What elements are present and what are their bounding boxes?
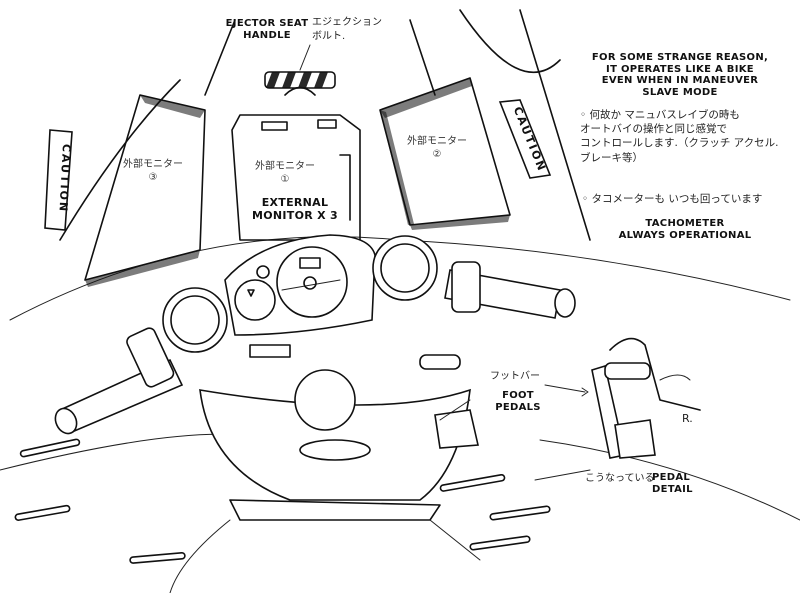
caution-plate-right: [498, 99, 552, 179]
pedal-side-label: R.: [682, 412, 693, 425]
monitor-center-num: ①: [280, 174, 290, 185]
monitor-right-jp: 外部モニター: [407, 136, 467, 147]
foot-pedal-left: [419, 354, 479, 449]
floor-slots: [14, 438, 551, 564]
external-monitor-label: EXTERNAL MONITOR X 3: [251, 196, 338, 222]
monitor-right-num: ②: [432, 149, 442, 160]
tachometer-gauge: [276, 246, 348, 318]
tachometer-note-en: TACHOMETER ALWAYS OPERATIONAL: [618, 218, 752, 241]
pedal-detail-label: PEDAL DETAIL: [652, 472, 693, 495]
monitor-left-jp: 外部モニター: [123, 159, 183, 170]
caution-plate-left: [44, 129, 73, 231]
handlebar-left: [54, 327, 184, 435]
ejector-seat-jp-label: エジェクション ボルト.: [312, 17, 382, 42]
monitor-left: [84, 94, 206, 287]
instrument-cluster: [224, 234, 376, 358]
tachometer-note-jp: ◦ タコメーターも いつも回っています: [582, 193, 763, 205]
small-gauge: [234, 279, 276, 321]
side-dials: [162, 235, 438, 353]
pedal-detail-jp: こうなっている: [585, 473, 655, 484]
monitor-center-label: 外部モニター ①: [250, 160, 320, 186]
leader-lines: [439, 399, 591, 481]
monitor-center-jp: 外部モニター: [255, 161, 315, 172]
ejector-seat-label: EJECTOR SEAT HANDLE: [225, 18, 309, 41]
maneuver-note-en: FOR SOME STRANGE REASON, IT OPERATES LIK…: [591, 52, 769, 98]
ejector-seat-handle: [264, 44, 336, 96]
handlebar-right: [444, 261, 576, 319]
pedal-detail-drawing: [544, 337, 701, 459]
maneuver-note-jp: ◦ 何故か マニュバスレイブの時も オートバイの操作と同じ感覚で コントロールし…: [580, 109, 779, 164]
monitor-left-num: ③: [148, 172, 158, 183]
monitor-right-label: 外部モニター ②: [402, 135, 472, 161]
foot-pedals-jp: フットバー: [490, 371, 540, 382]
control-column: [169, 369, 481, 593]
monitor-right: [379, 77, 511, 230]
monitor-left-label: 外部モニター ③: [118, 158, 188, 184]
foot-pedals-label: FOOT PEDALS: [495, 390, 541, 413]
